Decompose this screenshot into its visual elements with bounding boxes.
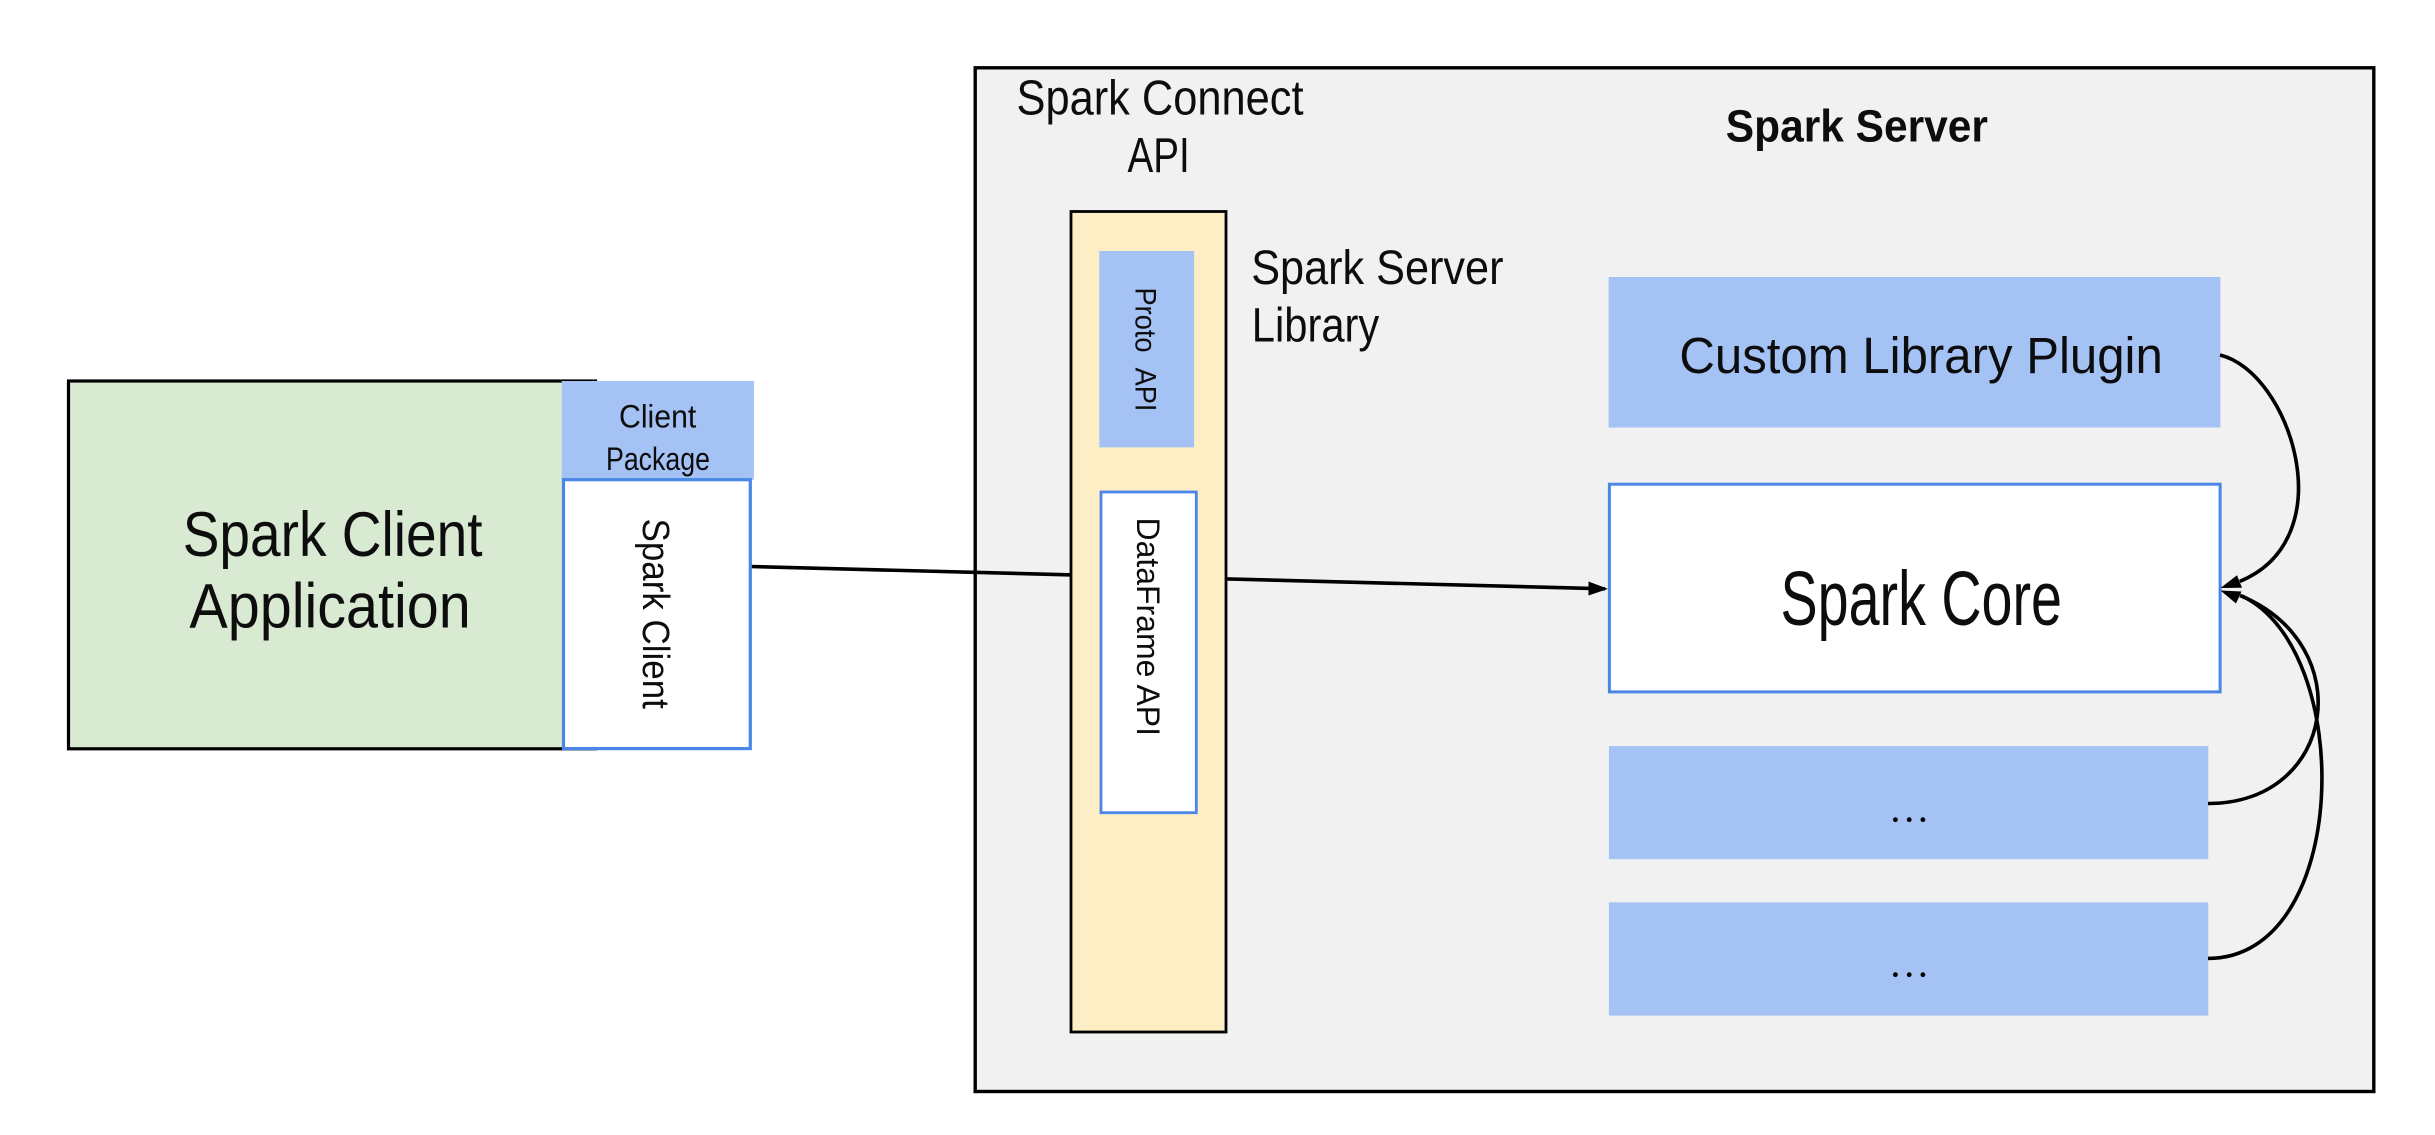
svg-text:API: API (1128, 129, 1190, 183)
svg-text:Library: Library (1252, 299, 1380, 353)
svg-text:Custom Library Plugin: Custom Library Plugin (1679, 327, 2162, 384)
svg-text:Spark Server: Spark Server (1251, 241, 1503, 295)
svg-text:Spark Core: Spark Core (1781, 556, 2063, 642)
svg-text:Spark Client: Spark Client (634, 519, 677, 710)
svg-text:Spark Server: Spark Server (1726, 100, 1988, 151)
svg-text:Client: Client (619, 398, 696, 434)
svg-text:Spark Client: Spark Client (183, 500, 483, 570)
svg-text:Spark Connect: Spark Connect (1017, 72, 1304, 126)
svg-text:Proto API: Proto API (1129, 288, 1162, 412)
svg-text:DataFrame API: DataFrame API (1130, 518, 1166, 737)
svg-text:Application: Application (189, 571, 470, 641)
svg-text:Package: Package (606, 441, 710, 477)
